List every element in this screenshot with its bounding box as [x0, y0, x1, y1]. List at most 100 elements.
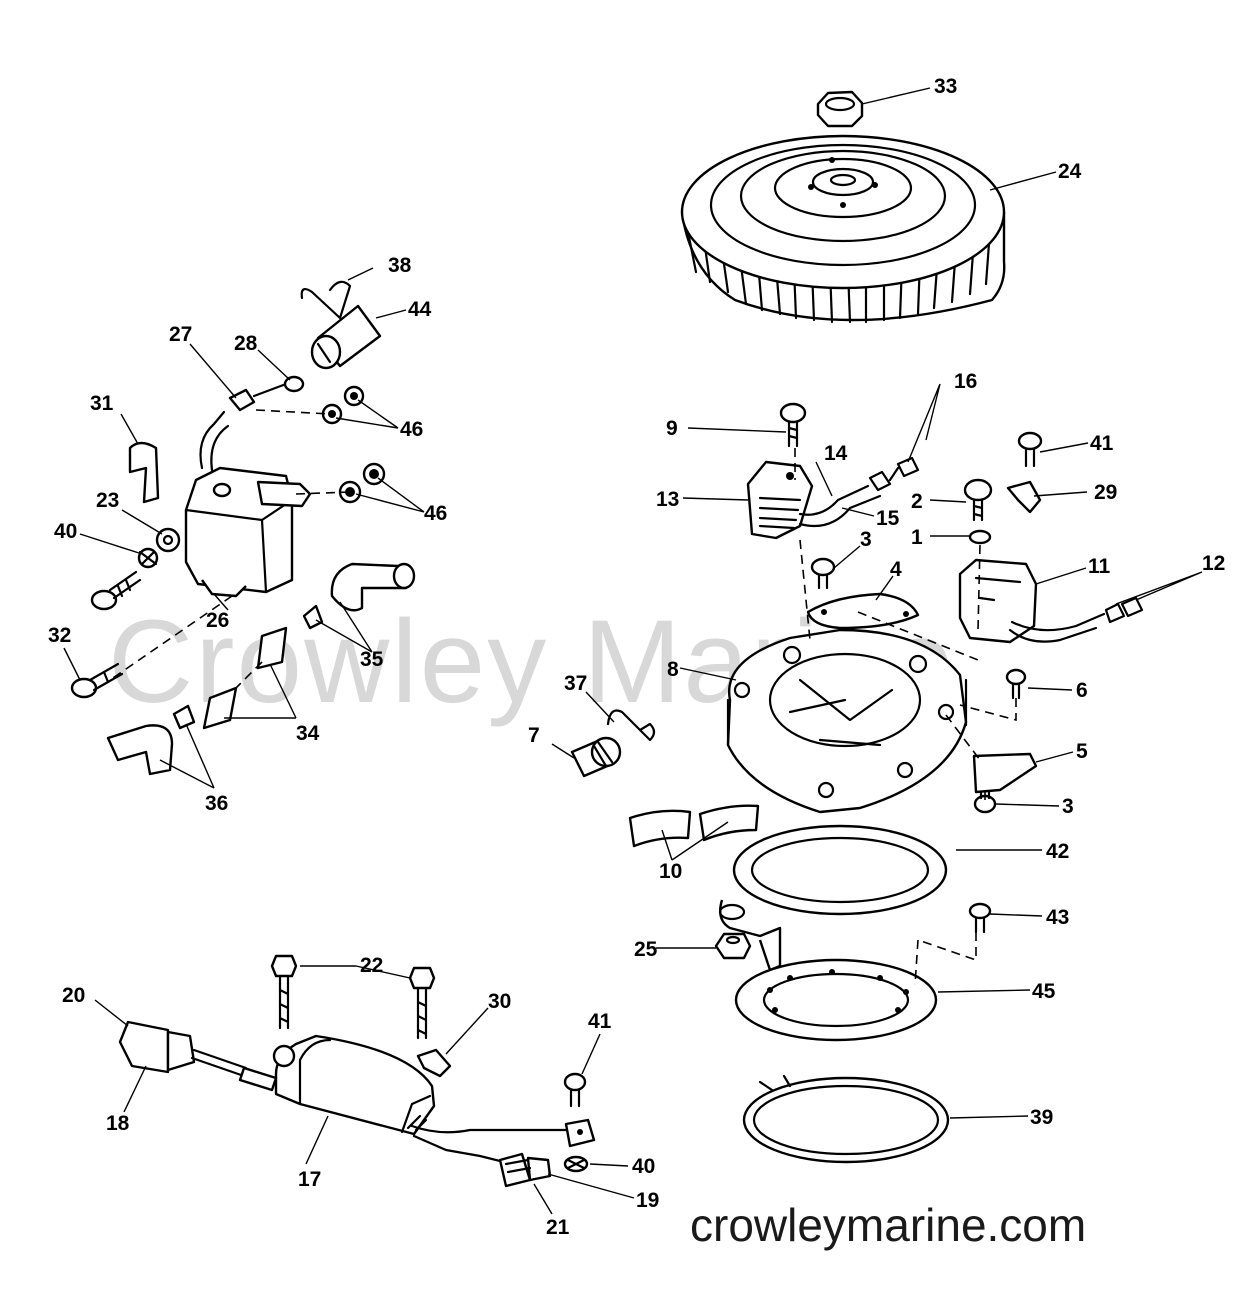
bolt-22-left[interactable] [270, 954, 298, 1030]
screw-41-right[interactable] [1017, 431, 1043, 468]
bolt-22-right[interactable] [408, 966, 436, 1040]
callout-42: 42 [1046, 840, 1069, 863]
callout-20: 20 [62, 984, 85, 1007]
callout-32: 32 [48, 624, 71, 647]
charge-coil-part[interactable] [746, 460, 814, 540]
callout-5: 5 [1076, 740, 1088, 763]
sleeve-10[interactable] [628, 804, 760, 848]
callout-40-left: 40 [54, 520, 77, 543]
callout-15: 15 [876, 507, 900, 530]
callout-24: 24 [1058, 160, 1082, 183]
boot-36[interactable] [106, 704, 196, 776]
screw-3-upper[interactable] [810, 557, 836, 590]
ignition-coil-part[interactable] [184, 410, 312, 598]
callout-37: 37 [564, 672, 587, 695]
callout-39: 39 [1030, 1106, 1053, 1129]
washer-23[interactable] [155, 527, 181, 553]
callout-4: 4 [890, 558, 902, 581]
callout-28: 28 [234, 332, 258, 355]
callout-7: 7 [528, 724, 540, 747]
power-pack-wires [410, 1124, 576, 1166]
spring-clip-37[interactable] [606, 709, 656, 742]
callout-3-upper: 3 [860, 528, 872, 551]
screw-2[interactable] [963, 478, 993, 522]
retaining-plate-42[interactable] [718, 824, 948, 972]
flywheel-part[interactable] [680, 134, 1006, 324]
alignment-lines-left [109, 409, 351, 689]
clip-30[interactable] [416, 1048, 452, 1078]
callout-16: 16 [954, 370, 977, 393]
terminal-27[interactable] [228, 388, 256, 412]
leader-lines [63, 87, 1203, 1215]
retainer-clip-29[interactable] [1006, 480, 1042, 514]
callout-27: 27 [169, 323, 192, 346]
callout-22: 22 [360, 954, 383, 977]
callout-46-upper: 46 [400, 418, 423, 441]
screw-32-lower[interactable] [70, 662, 124, 699]
connector-7[interactable] [570, 736, 622, 778]
nut-25[interactable] [714, 932, 752, 960]
washers-46[interactable] [321, 385, 386, 504]
screw-41-left[interactable] [563, 1072, 587, 1108]
lockwasher-40-right[interactable] [563, 1155, 589, 1173]
callout-41-right: 41 [1090, 432, 1114, 455]
callout-23: 23 [96, 489, 119, 512]
callout-36: 36 [205, 792, 228, 815]
boot-35[interactable] [330, 562, 416, 612]
terminal-spring-35[interactable] [302, 604, 324, 630]
flywheel-nut[interactable] [816, 90, 864, 128]
callout-21: 21 [546, 1216, 570, 1239]
connector-21-19[interactable] [498, 1152, 552, 1188]
screw-43[interactable] [968, 902, 992, 934]
power-pack-part[interactable] [272, 1034, 436, 1136]
screw-32-upper[interactable] [90, 570, 142, 611]
support-plate-45[interactable] [734, 958, 938, 1042]
website-url: crowleymarine.com [690, 1199, 1086, 1251]
callout-41-left: 41 [588, 1010, 612, 1033]
callout-labels: 1 2 3 3 4 5 6 7 8 9 10 11 12 13 14 15 16… [48, 75, 1225, 1239]
clamp-31[interactable] [128, 441, 160, 504]
callout-10: 10 [659, 860, 682, 883]
lockwasher-40-left[interactable] [137, 547, 159, 569]
callout-40-right: 40 [632, 1155, 655, 1178]
callout-26: 26 [206, 609, 229, 632]
terminal-28[interactable] [252, 375, 305, 398]
callout-13: 13 [656, 488, 679, 511]
callout-34: 34 [296, 722, 320, 745]
callout-30: 30 [488, 990, 511, 1013]
callout-18: 18 [106, 1112, 130, 1135]
callout-46-lower: 46 [424, 502, 447, 525]
charge-coil-wires [798, 456, 920, 528]
alignment-lines-right [794, 448, 1017, 986]
terminal-block-18-20[interactable] [118, 1020, 278, 1092]
callout-43: 43 [1046, 906, 1069, 929]
bracket-5[interactable] [972, 752, 1038, 794]
callout-33: 33 [934, 75, 957, 98]
callout-14: 14 [824, 442, 848, 465]
callout-2: 2 [911, 490, 923, 513]
sensor-coil-part[interactable] [958, 558, 1144, 644]
spark-plug-cap-44[interactable] [310, 304, 382, 370]
callout-31: 31 [90, 392, 114, 415]
callout-3-lower: 3 [1062, 795, 1074, 818]
callout-38: 38 [388, 254, 412, 277]
screw-6[interactable] [1005, 668, 1027, 700]
callout-8: 8 [667, 658, 679, 681]
washer-1[interactable] [968, 529, 992, 545]
screw-9[interactable] [779, 402, 807, 448]
timer-base-part[interactable] [806, 592, 920, 630]
callout-25: 25 [634, 938, 658, 961]
callout-45: 45 [1032, 980, 1056, 1003]
spring-clip-38[interactable] [300, 280, 352, 320]
callout-12: 12 [1202, 552, 1225, 575]
ground-terminal[interactable] [564, 1118, 596, 1148]
armature-plate[interactable] [726, 628, 968, 814]
callout-9: 9 [666, 417, 678, 440]
callout-44: 44 [408, 298, 432, 321]
callout-35: 35 [360, 648, 384, 671]
callout-11: 11 [1088, 555, 1111, 578]
callout-19: 19 [636, 1189, 659, 1212]
callout-6: 6 [1076, 679, 1088, 702]
retaining-ring-39[interactable] [742, 1074, 950, 1164]
